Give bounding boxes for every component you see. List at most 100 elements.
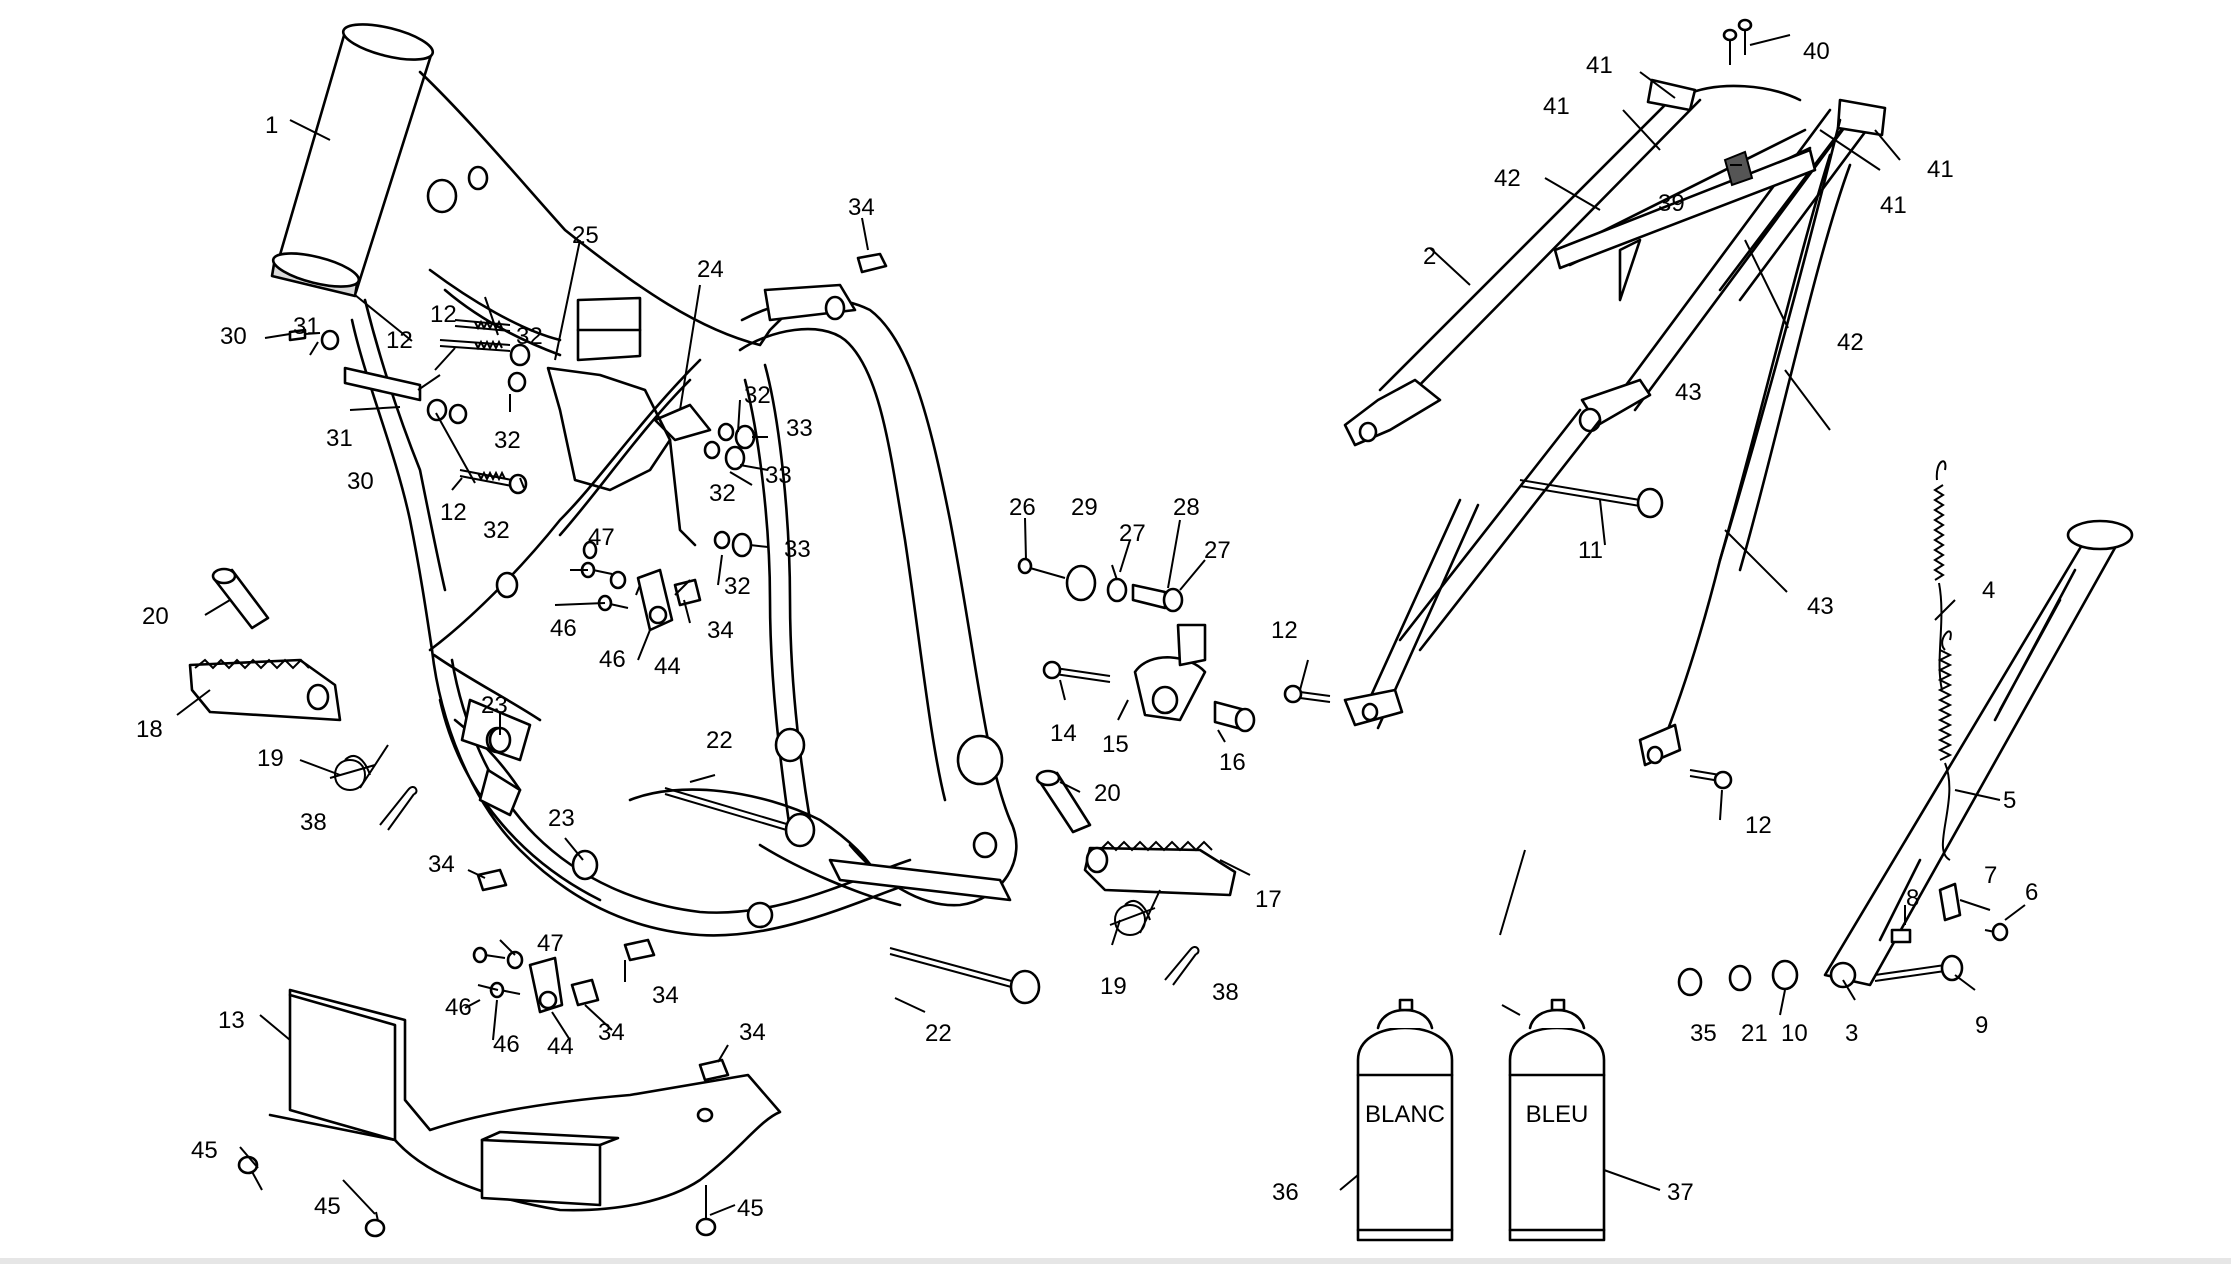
- callout-21: 21: [1741, 1020, 1768, 1047]
- bracket-24: [653, 403, 712, 547]
- callout-12e: 12: [1745, 812, 1772, 839]
- spring-5: [1937, 630, 1953, 861]
- callout-45b: 45: [314, 1193, 341, 1220]
- callout-15: 15: [1102, 731, 1129, 758]
- callout-27b: 27: [1204, 537, 1231, 564]
- callout-33b: 33: [765, 462, 792, 489]
- spring-19b: [1109, 889, 1161, 936]
- callout-24: 24: [697, 256, 724, 283]
- bolt-22b: [889, 947, 1016, 989]
- callout-13: 13: [218, 1007, 245, 1034]
- callout-32d: 32: [744, 382, 771, 409]
- frame-downtube: [738, 297, 1018, 907]
- callout-8: 8: [1906, 885, 1919, 912]
- main-frame: [270, 23, 1018, 937]
- callout-12c: 12: [440, 499, 467, 526]
- callout-1: 1: [265, 112, 278, 139]
- callout-36: 36: [1272, 1179, 1299, 1206]
- callout-41d: 41: [1880, 192, 1907, 219]
- callout-19b: 19: [1100, 973, 1127, 1000]
- callout-12b: 12: [386, 327, 413, 354]
- callout-23b: 23: [548, 805, 575, 832]
- callout-25: 25: [572, 222, 599, 249]
- callout-38a: 38: [300, 809, 327, 836]
- callout-20a: 20: [142, 603, 169, 630]
- callout-34b: 34: [707, 617, 734, 644]
- callout-34d: 34: [652, 982, 679, 1009]
- callout-34e: 34: [598, 1019, 625, 1046]
- callout-14: 14: [1050, 720, 1077, 747]
- callout-41c: 41: [1927, 156, 1954, 183]
- callout-39: 39: [1658, 190, 1685, 217]
- callout-37: 37: [1667, 1179, 1694, 1206]
- cotter-pin-38b: [1164, 945, 1200, 986]
- callout-29: 29: [1071, 494, 1098, 521]
- callout-32b: 32: [494, 427, 521, 454]
- callout-32e: 32: [709, 480, 736, 507]
- bolt-22a: [664, 787, 791, 832]
- callout-31a: 31: [293, 313, 320, 340]
- callout-45a: 45: [191, 1137, 218, 1164]
- can-label-bleu: BLEU: [1526, 1101, 1589, 1128]
- callout-34c: 34: [428, 851, 455, 878]
- callout-47a: 47: [588, 524, 615, 551]
- callout-5: 5: [2003, 787, 2016, 814]
- rear-subframe: [1343, 78, 1887, 767]
- callout-9: 9: [1975, 1012, 1988, 1039]
- callout-30a: 30: [220, 323, 247, 350]
- callout-44a: 44: [654, 653, 681, 680]
- callout-23a: 23: [481, 692, 508, 719]
- callout-2: 2: [1423, 243, 1436, 270]
- callout-46c: 46: [445, 994, 472, 1021]
- footpeg-18: [188, 658, 342, 722]
- callout-44b: 44: [547, 1033, 574, 1060]
- can-label-blanc: BLANC: [1365, 1101, 1445, 1128]
- side-stand: [1823, 460, 2134, 989]
- callout-46a: 46: [550, 615, 577, 642]
- callout-40: 40: [1803, 38, 1830, 65]
- callout-labels: 1 2 3 4 5 6 7 8 9 10 11 12 12 12 12 12 1…: [136, 38, 2038, 1222]
- callout-22a: 22: [706, 727, 733, 754]
- callout-32f: 32: [724, 573, 751, 600]
- callout-22b: 22: [925, 1020, 952, 1047]
- callout-7: 7: [1984, 862, 1997, 889]
- callout-32c: 32: [483, 517, 510, 544]
- callout-46d: 46: [493, 1031, 520, 1058]
- callout-34f: 34: [739, 1019, 766, 1046]
- callout-17: 17: [1255, 886, 1282, 913]
- callout-11: 11: [1578, 537, 1603, 564]
- spring-4: [1933, 460, 1947, 691]
- footpeg-17: [1083, 840, 1237, 897]
- callout-18: 18: [136, 716, 163, 743]
- callout-41a: 41: [1586, 52, 1613, 79]
- spring-19a: [329, 744, 389, 791]
- callout-45c: 45: [737, 1195, 764, 1222]
- callout-12a: 12: [430, 301, 457, 328]
- steering-head-tube: [270, 23, 435, 298]
- callout-42a: 42: [1494, 165, 1521, 192]
- bottom-edge-bar: [0, 1258, 2231, 1264]
- callout-32a: 32: [516, 323, 543, 350]
- callout-34a: 34: [848, 194, 875, 221]
- callout-43a: 43: [1675, 379, 1702, 406]
- callout-46b: 46: [599, 646, 626, 673]
- callout-38b: 38: [1212, 979, 1239, 1006]
- callout-35: 35: [1690, 1020, 1717, 1047]
- callout-19a: 19: [257, 745, 284, 772]
- callout-41b: 41: [1543, 93, 1570, 120]
- callout-30b: 30: [347, 468, 374, 495]
- callout-43b: 43: [1807, 593, 1834, 620]
- hardware-parts: [188, 18, 2009, 1238]
- callout-12d: 12: [1271, 617, 1298, 644]
- callout-20b: 20: [1094, 780, 1121, 807]
- callout-33c: 33: [784, 536, 811, 563]
- callout-4: 4: [1982, 577, 1995, 604]
- callout-33a: 33: [786, 415, 813, 442]
- callout-26: 26: [1009, 494, 1036, 521]
- callout-28: 28: [1173, 494, 1200, 521]
- bracket-25: [546, 366, 672, 492]
- callout-27a: 27: [1119, 520, 1146, 547]
- spray-can-bleu: BLEU: [1508, 998, 1606, 1242]
